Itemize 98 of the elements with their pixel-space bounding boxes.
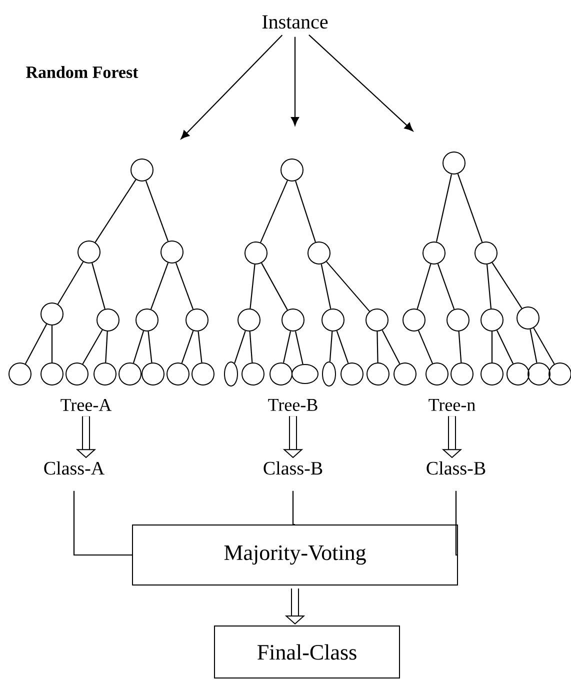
- connector-line: [181, 330, 194, 364]
- connector-line: [148, 331, 152, 363]
- tree-node-circle: [8, 362, 32, 386]
- tree-node-circle: [40, 362, 64, 386]
- connector-line: [282, 331, 292, 363]
- tree-node-circle: [426, 362, 448, 386]
- connector-line: [150, 262, 169, 310]
- tree-node-circle: [66, 362, 88, 386]
- tree-node-circle: [308, 242, 330, 264]
- tree-node-circle: [340, 362, 364, 386]
- connector-line: [496, 330, 514, 364]
- connector-line: [295, 180, 316, 242]
- connector-line: [292, 490, 295, 526]
- tree-node-circle: [40, 302, 64, 326]
- tree-node-circle: [270, 362, 292, 386]
- tree-node-circle: [186, 308, 208, 332]
- connector-line: [320, 264, 332, 309]
- tree-node-circle: [192, 362, 214, 386]
- node-label: Class-B: [426, 461, 486, 475]
- tree-node-circle: [366, 308, 388, 332]
- connector-line: [376, 331, 378, 363]
- connector-line: [382, 330, 400, 364]
- connector-line: [491, 332, 493, 362]
- connector-line: [175, 262, 194, 310]
- connector-line: [94, 179, 136, 243]
- connector-line: [145, 180, 169, 242]
- connector-line: [294, 331, 304, 364]
- tree-node-circle: [118, 362, 142, 386]
- node-label: Class-A: [44, 461, 104, 475]
- tree-node-circle: [242, 362, 264, 386]
- connector-line: [198, 331, 202, 363]
- connector-line: [436, 174, 452, 242]
- connector-line: [326, 261, 370, 312]
- connector-line: [234, 330, 246, 364]
- tree-node-circle: [442, 152, 466, 174]
- connector-line: [455, 490, 458, 556]
- tree-node-circle: [238, 308, 260, 332]
- connector-line: [329, 331, 333, 362]
- arrow: [180, 34, 283, 140]
- tree-node-circle: [322, 362, 336, 386]
- connector-line: [533, 328, 555, 364]
- tree-node-circle: [282, 308, 304, 332]
- tree-node-circle: [166, 362, 190, 386]
- connector-line: [132, 330, 144, 364]
- tree-node-circle: [160, 240, 184, 264]
- tree-node-circle: [130, 158, 154, 182]
- tree-node-circle: [94, 362, 116, 386]
- tree-node-circle: [322, 308, 344, 332]
- connector-line: [24, 324, 48, 364]
- process-box: Majority-Voting: [132, 524, 458, 586]
- tree-node-circle: [142, 362, 164, 386]
- connector-line: [492, 262, 522, 309]
- node-label: Tree-A: [60, 398, 112, 412]
- node-label: Tree-n: [428, 399, 476, 411]
- connector-line: [250, 264, 256, 309]
- connector-line: [57, 262, 84, 304]
- node-label: Tree-B: [268, 399, 318, 411]
- tree-node-circle: [394, 362, 416, 386]
- node-label: Instance: [262, 15, 328, 29]
- connector-line: [416, 264, 432, 310]
- tree-node-circle: [422, 242, 446, 264]
- tree-node-circle: [446, 308, 470, 332]
- tree-node-circle: [528, 362, 550, 386]
- tree-node-circle: [136, 308, 158, 332]
- node-label: Class-B: [264, 461, 322, 475]
- connector-line: [336, 330, 349, 364]
- connector-line: [418, 330, 433, 364]
- connector-line: [82, 330, 103, 364]
- arrow: [291, 36, 299, 126]
- connector-line: [486, 264, 492, 309]
- tree-node-circle: [244, 242, 268, 264]
- arrow: [308, 34, 414, 132]
- connector-line: [437, 264, 455, 310]
- connector-line: [73, 490, 132, 556]
- tree-node-circle: [280, 158, 304, 182]
- connector-line: [457, 174, 483, 242]
- connector-line: [260, 180, 288, 243]
- tree-node-circle: [96, 308, 120, 332]
- connector-line: [458, 331, 462, 363]
- tree-node-circle: [292, 364, 318, 384]
- connector-line: [92, 262, 106, 310]
- connector-line: [261, 262, 288, 310]
- tree-node-circle: [450, 362, 474, 386]
- tree-node-circle: [474, 242, 498, 264]
- connector-line: [51, 326, 53, 362]
- tree-node-circle: [480, 362, 504, 386]
- tree-node-circle: [402, 308, 426, 332]
- connector-line: [530, 329, 538, 363]
- connector-line: [105, 331, 108, 363]
- tree-node-circle: [516, 306, 540, 330]
- tree-node-circle: [480, 308, 504, 332]
- tree-node-circle: [506, 362, 530, 386]
- connector-line: [249, 331, 253, 363]
- process-box: Final-Class: [214, 626, 400, 678]
- tree-node-circle: [366, 362, 390, 386]
- title-label: Random Forest: [26, 66, 138, 78]
- tree-node-circle: [78, 240, 100, 264]
- tree-node-circle: [224, 362, 238, 386]
